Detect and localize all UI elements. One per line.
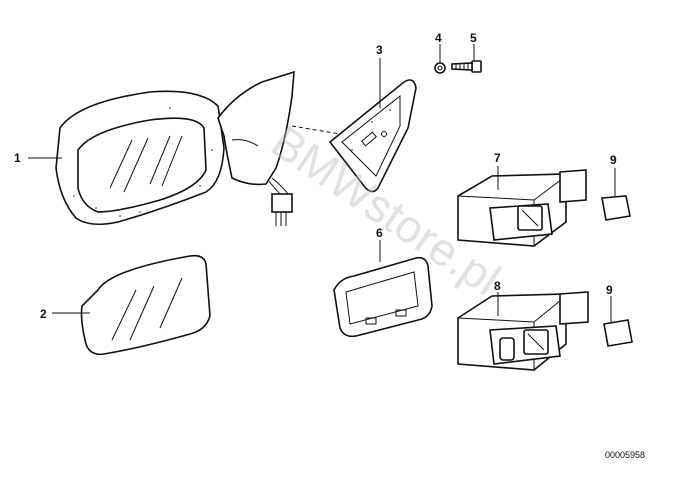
callout-8: 8 [494, 279, 501, 293]
knob-part-9-upper [601, 195, 631, 221]
callout-7: 7 [494, 151, 501, 165]
diagram-reference-number: 00005958 [605, 450, 645, 460]
callout-5: 5 [470, 31, 477, 45]
switch-part-7 [457, 169, 587, 247]
callout-9-upper: 9 [610, 153, 617, 167]
clip-part-4 [434, 62, 446, 74]
callout-2: 2 [40, 307, 47, 321]
mirror-glass-part-2 [80, 254, 211, 356]
triangle-cover-part-3 [328, 79, 417, 193]
mirror-assembly-part-1 [55, 70, 341, 226]
callout-9-lower: 9 [606, 283, 613, 297]
callout-4: 4 [435, 31, 442, 45]
screw-part-5 [451, 60, 482, 73]
leader-lines [28, 44, 616, 322]
callout-1: 1 [14, 151, 21, 165]
frame-part-6 [333, 256, 433, 338]
callout-3: 3 [376, 43, 383, 57]
callout-6: 6 [376, 226, 383, 240]
switch-part-8 [457, 291, 589, 371]
knob-part-9-lower [603, 319, 633, 347]
